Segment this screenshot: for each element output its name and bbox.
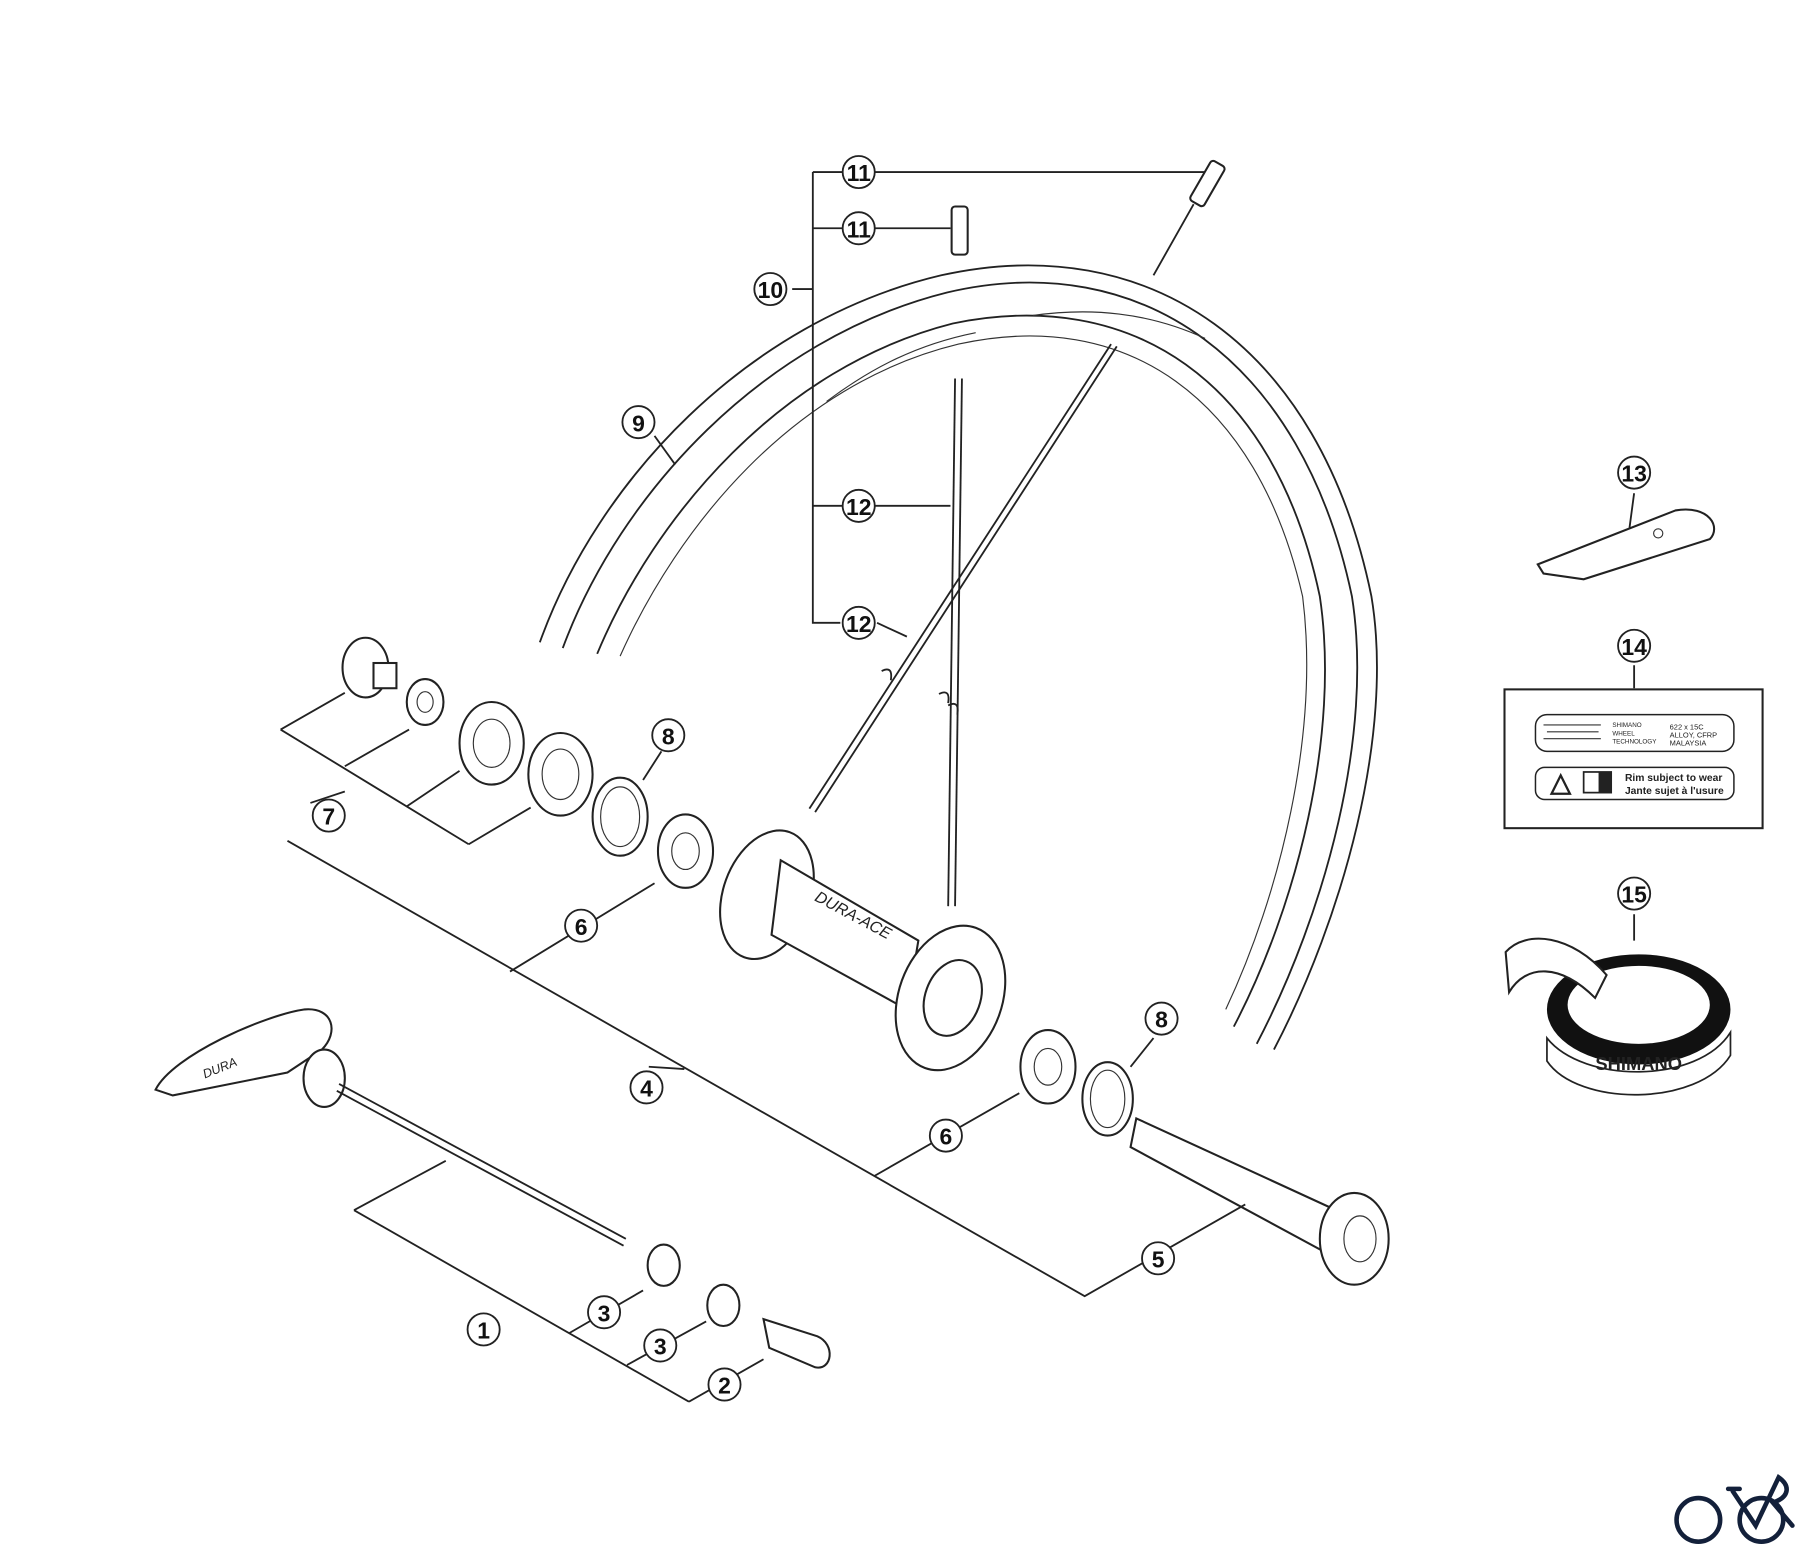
callout-number: 10: [758, 277, 784, 303]
callout-11: 11: [841, 155, 876, 190]
callout-number: 1: [477, 1318, 490, 1344]
callout-number: 6: [939, 1124, 952, 1150]
quick-release: DURA: [154, 1008, 831, 1369]
callout-number: 8: [1155, 1007, 1168, 1033]
callout-8: 8: [651, 718, 686, 753]
sticker-warning-fr: Jante sujet à l'usure: [1625, 786, 1724, 797]
callout-6: 6: [928, 1118, 963, 1153]
spokes: [808, 343, 1118, 907]
callout-number: 4: [640, 1076, 653, 1102]
callout-4: 4: [629, 1070, 664, 1105]
callout-7: 7: [311, 798, 346, 833]
callout-8: 8: [1144, 1001, 1179, 1036]
callout-2: 2: [707, 1367, 742, 1402]
callout-5: 5: [1141, 1241, 1176, 1276]
rim-tape-label: SHIMANO: [1595, 1053, 1682, 1074]
bicycle-logo-icon: [1674, 1473, 1795, 1544]
callout-number: 11: [847, 160, 871, 186]
sticker-brand-1: SHIMANO: [1612, 722, 1641, 729]
left-hub-parts: [341, 636, 715, 889]
spoke-wrench-13: [1536, 508, 1716, 581]
rim-tape-15: SHIMANO: [1504, 937, 1732, 1096]
callout-number: 12: [846, 494, 872, 520]
callout-number: 3: [598, 1300, 611, 1326]
callout-15: 15: [1617, 876, 1652, 911]
callout-number: 7: [322, 804, 335, 830]
callout-number: 2: [718, 1373, 731, 1399]
callout-number: 13: [1621, 461, 1647, 487]
callout-number: 8: [662, 723, 675, 749]
callout-number: 15: [1621, 882, 1647, 908]
sticker-brand-2: WHEEL: [1612, 730, 1635, 737]
callout-1: 1: [466, 1312, 501, 1347]
sticker-spec-1: 622 x 15C: [1670, 723, 1705, 732]
callout-number: 6: [575, 914, 588, 940]
callout-10: 10: [753, 272, 788, 307]
sticker-warning-en: Rim subject to wear: [1625, 773, 1722, 784]
hub-body: DURA-ACE: [719, 829, 1007, 1072]
sticker-spec-2: ALLOY, CFRP: [1670, 731, 1717, 740]
sticker-brand-3: TECHNOLOGY: [1612, 738, 1657, 745]
sticker-spec-3: MALAYSIA: [1670, 739, 1707, 748]
callout-3: 3: [643, 1328, 678, 1363]
right-hub-parts: [1019, 1029, 1390, 1286]
callout-number: 9: [632, 410, 645, 436]
callout-number: 14: [1621, 634, 1647, 660]
callout-number: 12: [846, 611, 872, 637]
warning-icon: [1549, 772, 1572, 795]
rim-sticker-14: SHIMANO WHEEL TECHNOLOGY 622 x 15C ALLOY…: [1503, 688, 1764, 830]
callout-number: 5: [1152, 1246, 1165, 1272]
callout-number: 11: [847, 216, 871, 242]
callout-number: 3: [654, 1334, 667, 1360]
callout-11: 11: [841, 211, 876, 246]
callout-13: 13: [1617, 455, 1652, 490]
callout-12: 12: [841, 605, 876, 640]
callout-3: 3: [587, 1295, 622, 1330]
callout-9: 9: [621, 405, 656, 440]
callout-12: 12: [841, 488, 876, 523]
callout-14: 14: [1617, 628, 1652, 663]
spoke-nipples: [950, 159, 1226, 256]
rim: [538, 264, 1378, 1050]
callout-6: 6: [564, 908, 599, 943]
